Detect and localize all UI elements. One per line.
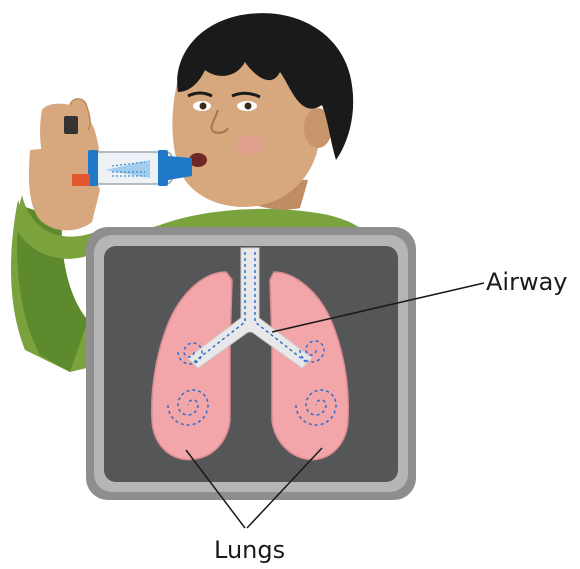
inhaler-ring [158, 150, 168, 186]
airway-label: Airway [486, 268, 568, 296]
inhaler-orange-tip [72, 174, 90, 186]
pupil-left [200, 103, 207, 110]
cheek [236, 135, 264, 155]
inhaler-canister [64, 116, 78, 134]
inhaler [72, 150, 192, 186]
xray-panel [86, 227, 416, 500]
lungs-label: Lungs [214, 536, 285, 564]
pupil-right [245, 103, 252, 110]
inhaler-mouthpiece [168, 156, 192, 180]
